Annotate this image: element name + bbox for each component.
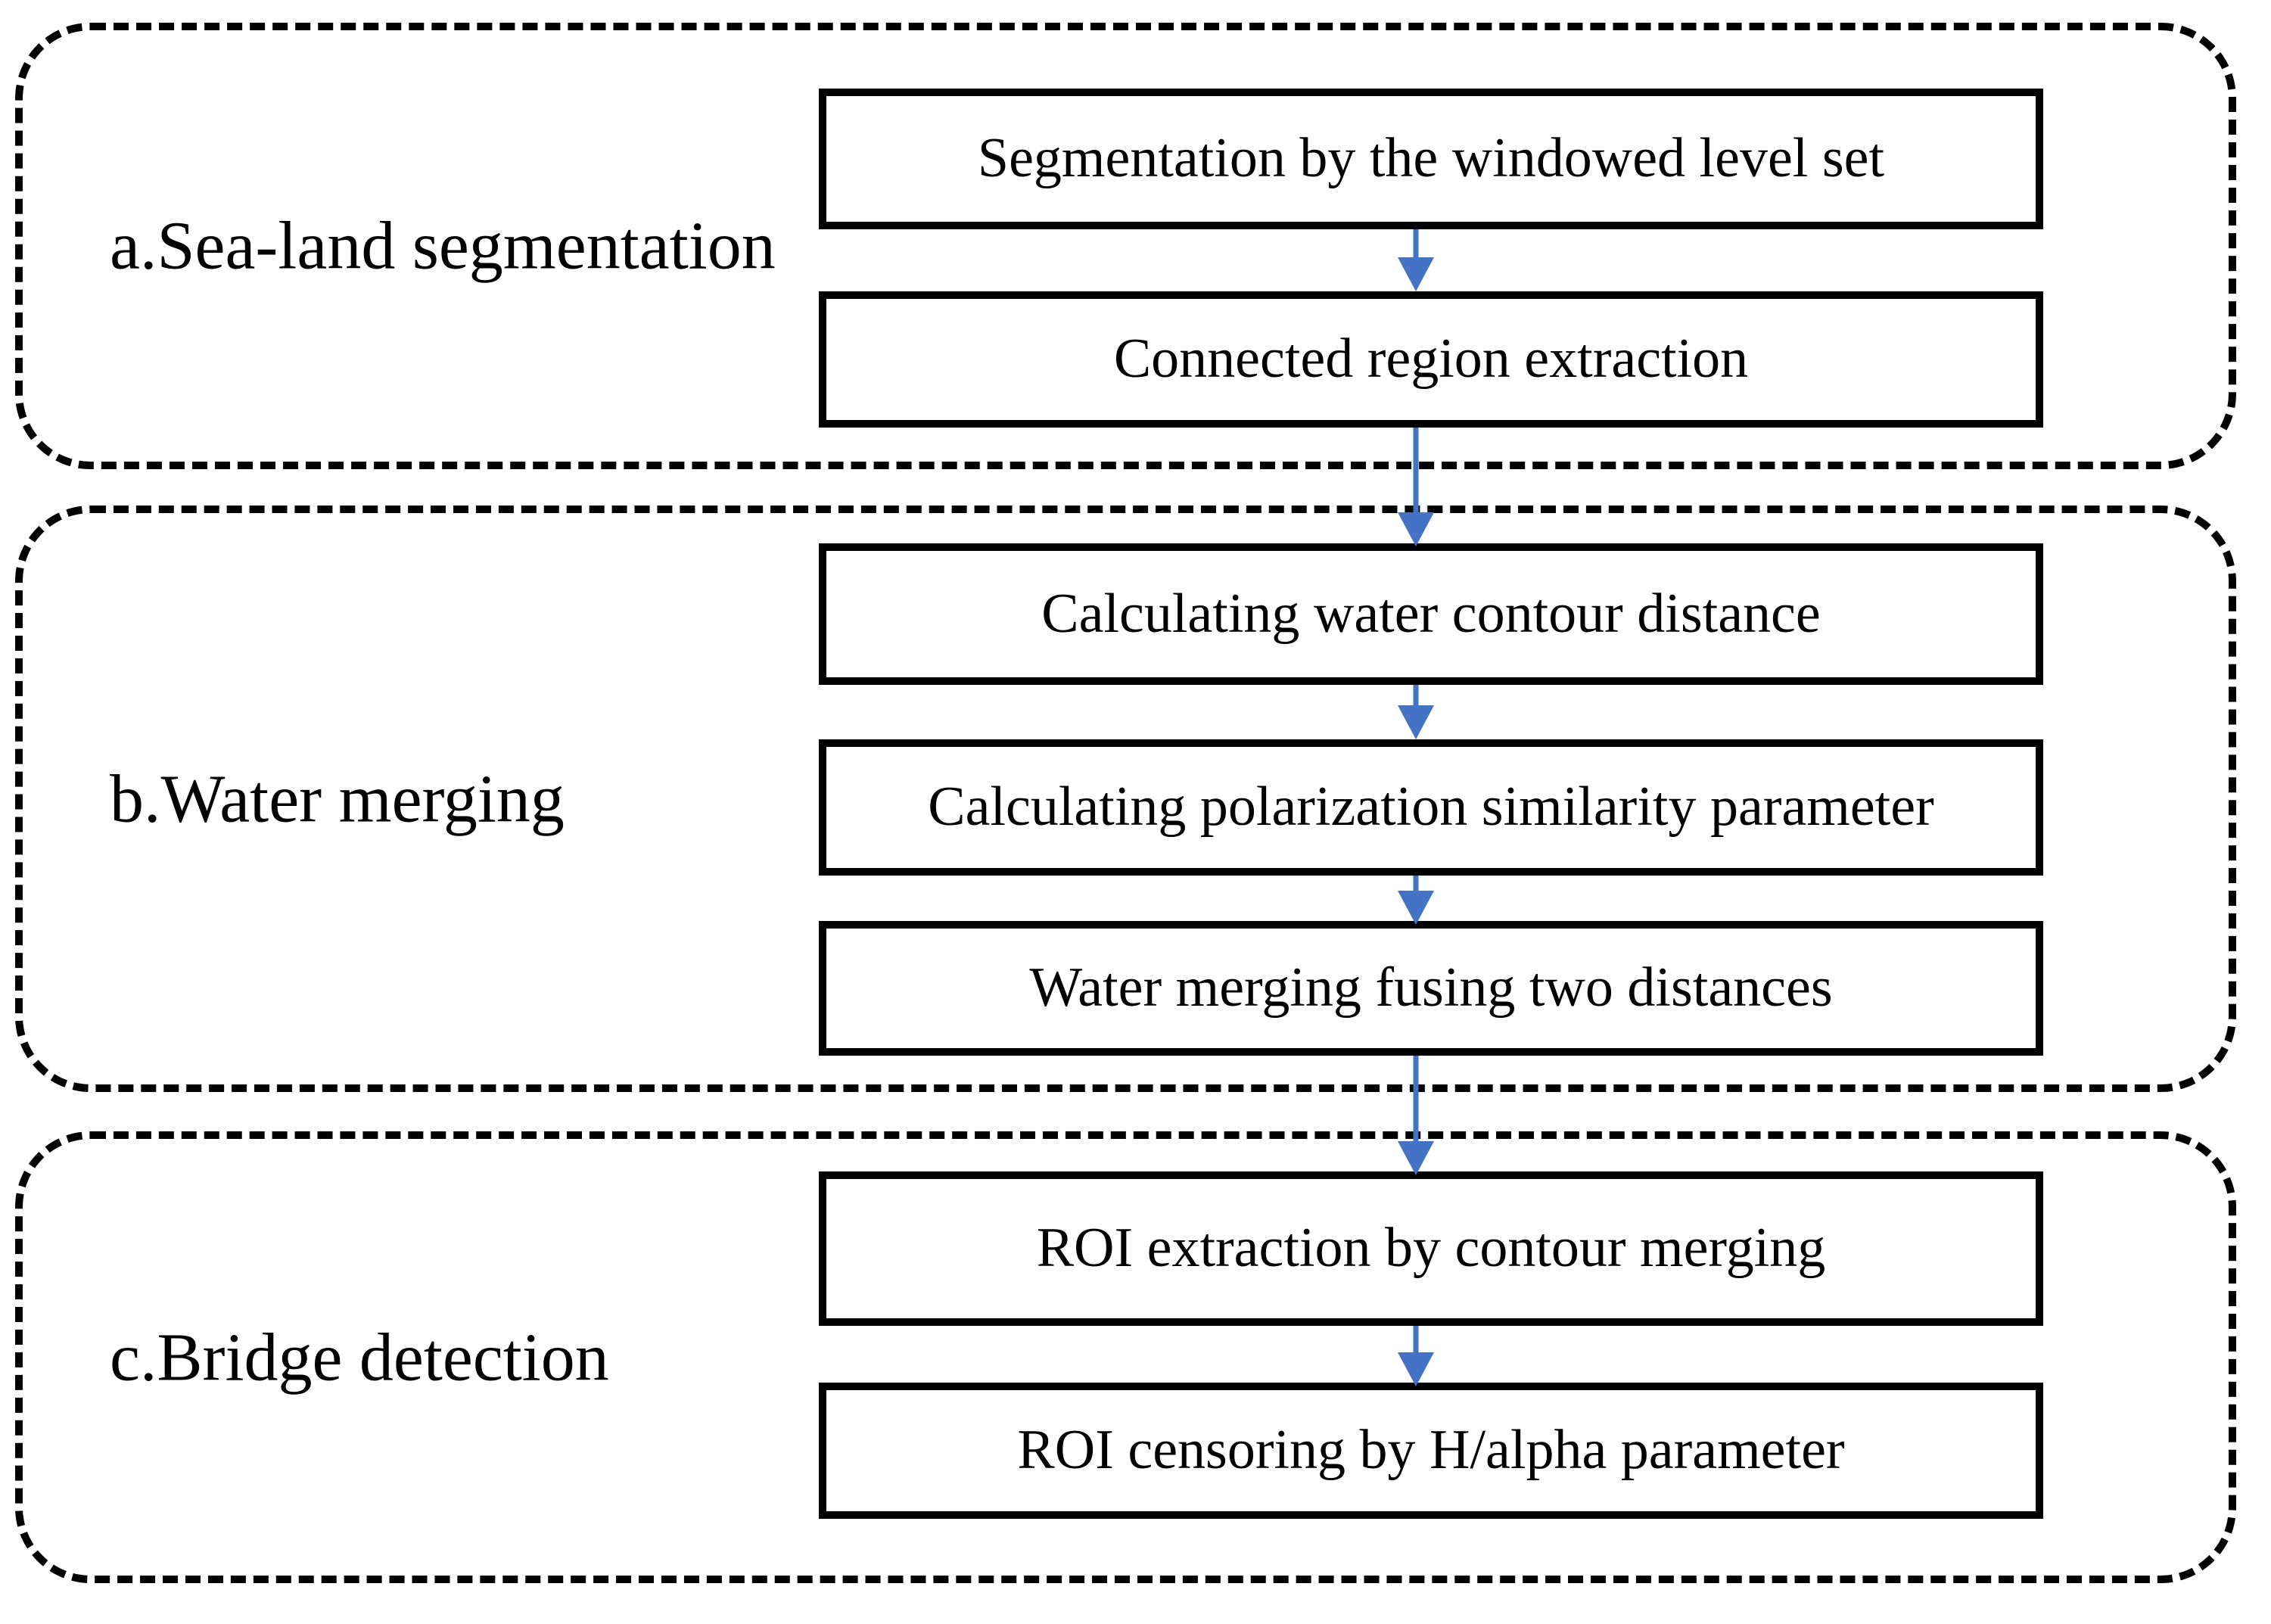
down-arrow-connector-6 (1398, 1326, 1434, 1386)
box-calculating-water-contour-distance: Calculating water contour distance (819, 543, 2043, 685)
box-roi-extraction-by-contour-merging: ROI extraction by contour merging (819, 1171, 2043, 1326)
arrow-line (1413, 428, 1419, 512)
box-connected-region-extraction: Connected region extraction (819, 291, 2043, 428)
down-arrow-head-icon (1398, 891, 1434, 925)
arrow-line (1413, 685, 1419, 705)
box-calculating-polarization-similarity-parameter: Calculating polarization similarity para… (819, 739, 2043, 876)
section-sea-land-segmentation: a.Sea-land segmentation (15, 23, 2236, 469)
down-arrow-connector-4 (1398, 876, 1434, 925)
arrow-line (1413, 1326, 1419, 1352)
section-bridge-detection: c.Bridge detection (15, 1131, 2236, 1583)
down-arrow-head-icon (1398, 705, 1434, 739)
down-arrow-connector-3 (1398, 685, 1434, 739)
box-segmentation-windowed-level-set: Segmentation by the windowed level set (819, 89, 2043, 229)
down-arrow-connector-2 (1398, 428, 1434, 546)
arrow-line (1413, 1056, 1419, 1141)
arrow-line (1413, 229, 1419, 257)
down-arrow-connector-5 (1398, 1056, 1434, 1175)
section-water-merging: b.Water merging (15, 506, 2236, 1092)
arrow-line (1413, 876, 1419, 891)
down-arrow-connector-1 (1398, 229, 1434, 291)
down-arrow-head-icon (1398, 1352, 1434, 1386)
section-b-label: b.Water merging (110, 761, 565, 836)
down-arrow-head-icon (1398, 512, 1434, 546)
down-arrow-head-icon (1398, 257, 1434, 291)
box-roi-censoring-by-h-alpha-parameter: ROI censoring by H/alpha parameter (819, 1383, 2043, 1519)
down-arrow-head-icon (1398, 1141, 1434, 1175)
section-a-label: a.Sea-land segmentation (110, 208, 776, 284)
section-c-label: c.Bridge detection (110, 1320, 609, 1395)
box-water-merging-fusing-two-distances: Water merging fusing two distances (819, 921, 2043, 1056)
